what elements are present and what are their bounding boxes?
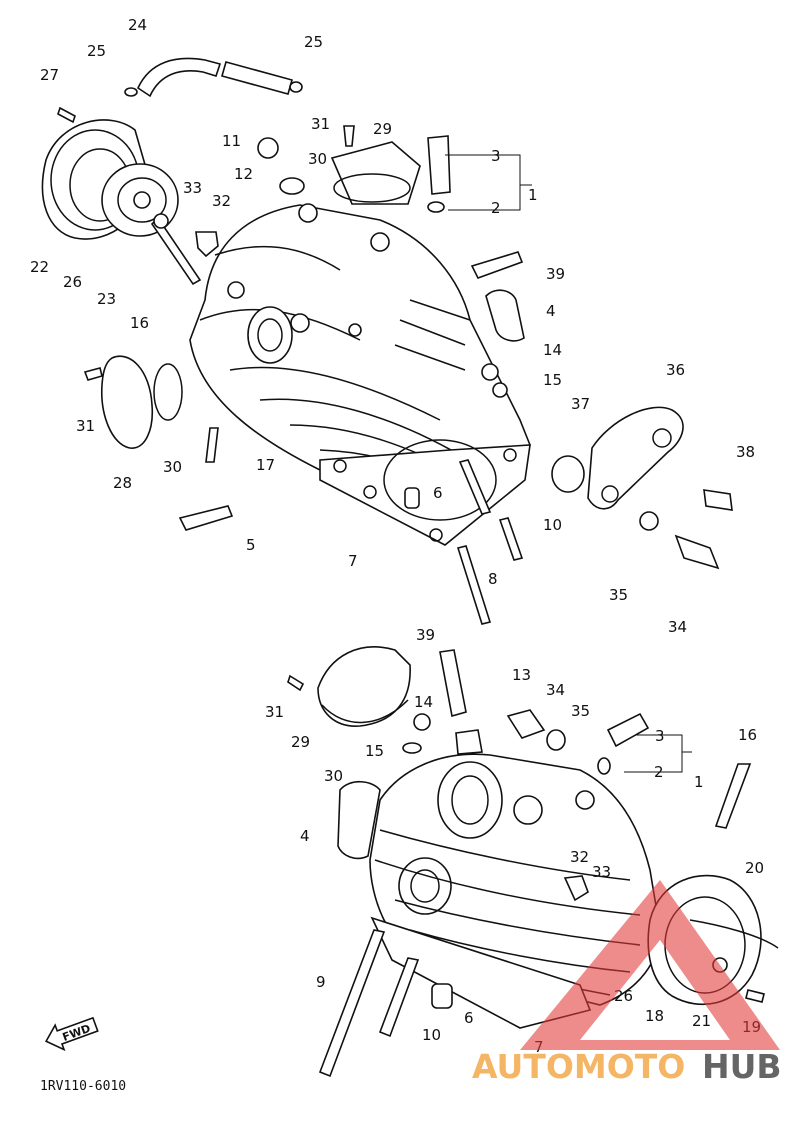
head-gasket [319,439,531,546]
callout-l14: 14 [414,693,433,711]
callout-u25a: 25 [87,42,106,60]
callout-u30a: 30 [308,150,327,168]
group-bracket-upper [445,154,532,211]
callout-u33: 33 [183,179,202,197]
callout-u12: 12 [234,165,253,183]
spark-plug-upper [470,251,525,398]
callout-u22: 22 [30,258,49,276]
watermark-text-primary: AUTOMOTO [472,1047,685,1086]
studs-lower [318,929,453,1078]
callout-u10: 10 [543,516,562,534]
callout-u29: 29 [373,120,392,138]
callout-l20: 20 [745,859,764,877]
side-tappet-cover [83,355,183,449]
lower-cylinder-head-assembly [287,154,779,1078]
callout-u8: 8 [488,570,498,588]
callout-u37: 37 [571,395,590,413]
diagram-code: 1RV110-6010 [40,1079,126,1094]
callout-l18: 18 [645,1007,664,1025]
callout-l39: 39 [416,626,435,644]
watermark: AUTOMOTO HUB [472,880,782,1086]
studs-upper [205,427,524,625]
forward-arrow-icon: FWD [44,1016,99,1052]
callout-u14: 14 [543,341,562,359]
callout-u5: 5 [246,536,256,554]
callout-l3: 3 [655,727,665,745]
watermark-text-secondary: HUB [702,1047,782,1086]
callout-l9: 9 [316,973,326,991]
tappet-cover-top [257,125,421,205]
callout-u6: 6 [433,484,443,502]
callout-l10: 10 [422,1026,441,1044]
callout-u11: 11 [222,132,241,150]
callout-u7: 7 [348,552,358,570]
sleeve-lower [337,780,381,860]
watermark-triangle-icon [520,880,780,1050]
head-cover-lower [287,646,411,727]
callout-l33: 33 [592,863,611,881]
callout-u30b: 30 [163,458,182,476]
callout-l30: 30 [324,767,343,785]
callout-l13: 13 [512,666,531,684]
engine-bracket [551,406,733,570]
dowel-pin [178,505,234,531]
callout-u1: 1 [528,186,538,204]
callout-l4: 4 [300,827,310,845]
callout-u4: 4 [546,302,556,320]
callout-u23: 23 [97,290,116,308]
side-cover-assembly [41,106,219,286]
callout-u28: 28 [113,474,132,492]
callout-u25b: 25 [304,33,323,51]
breather-hose [124,57,303,98]
callout-u27: 27 [40,66,59,84]
callout-u15: 15 [543,371,562,389]
svg-text:FWD: FWD [61,1022,92,1044]
callout-u36: 36 [666,361,685,379]
spark-plug-lower [402,649,752,829]
callout-u35: 35 [609,586,628,604]
callout-l32: 32 [570,848,589,866]
callout-u17: 17 [256,456,275,474]
group-bracket-lower [624,734,692,773]
callout-u32: 32 [212,192,231,210]
callout-u31a: 31 [311,115,330,133]
callout-l35: 35 [571,702,590,720]
callout-l34: 34 [546,681,565,699]
callout-u34: 34 [668,618,687,636]
callout-u26: 26 [63,273,82,291]
callout-l1: 1 [694,773,704,791]
callout-l15: 15 [365,742,384,760]
valve-guide [427,135,451,213]
callout-l16: 16 [738,726,757,744]
callout-u39: 39 [546,265,565,283]
callout-u2: 2 [491,199,501,217]
callout-l6: 6 [464,1009,474,1027]
callout-u24: 24 [128,16,147,34]
callout-u31b: 31 [76,417,95,435]
callout-l31: 31 [265,703,284,721]
callout-u3: 3 [491,147,501,165]
callout-u16: 16 [130,314,149,332]
callout-l2: 2 [654,763,664,781]
callout-u38: 38 [736,443,755,461]
callout-l21: 21 [692,1012,711,1030]
upper-cylinder-head-assembly [41,57,733,625]
callout-l29: 29 [291,733,310,751]
